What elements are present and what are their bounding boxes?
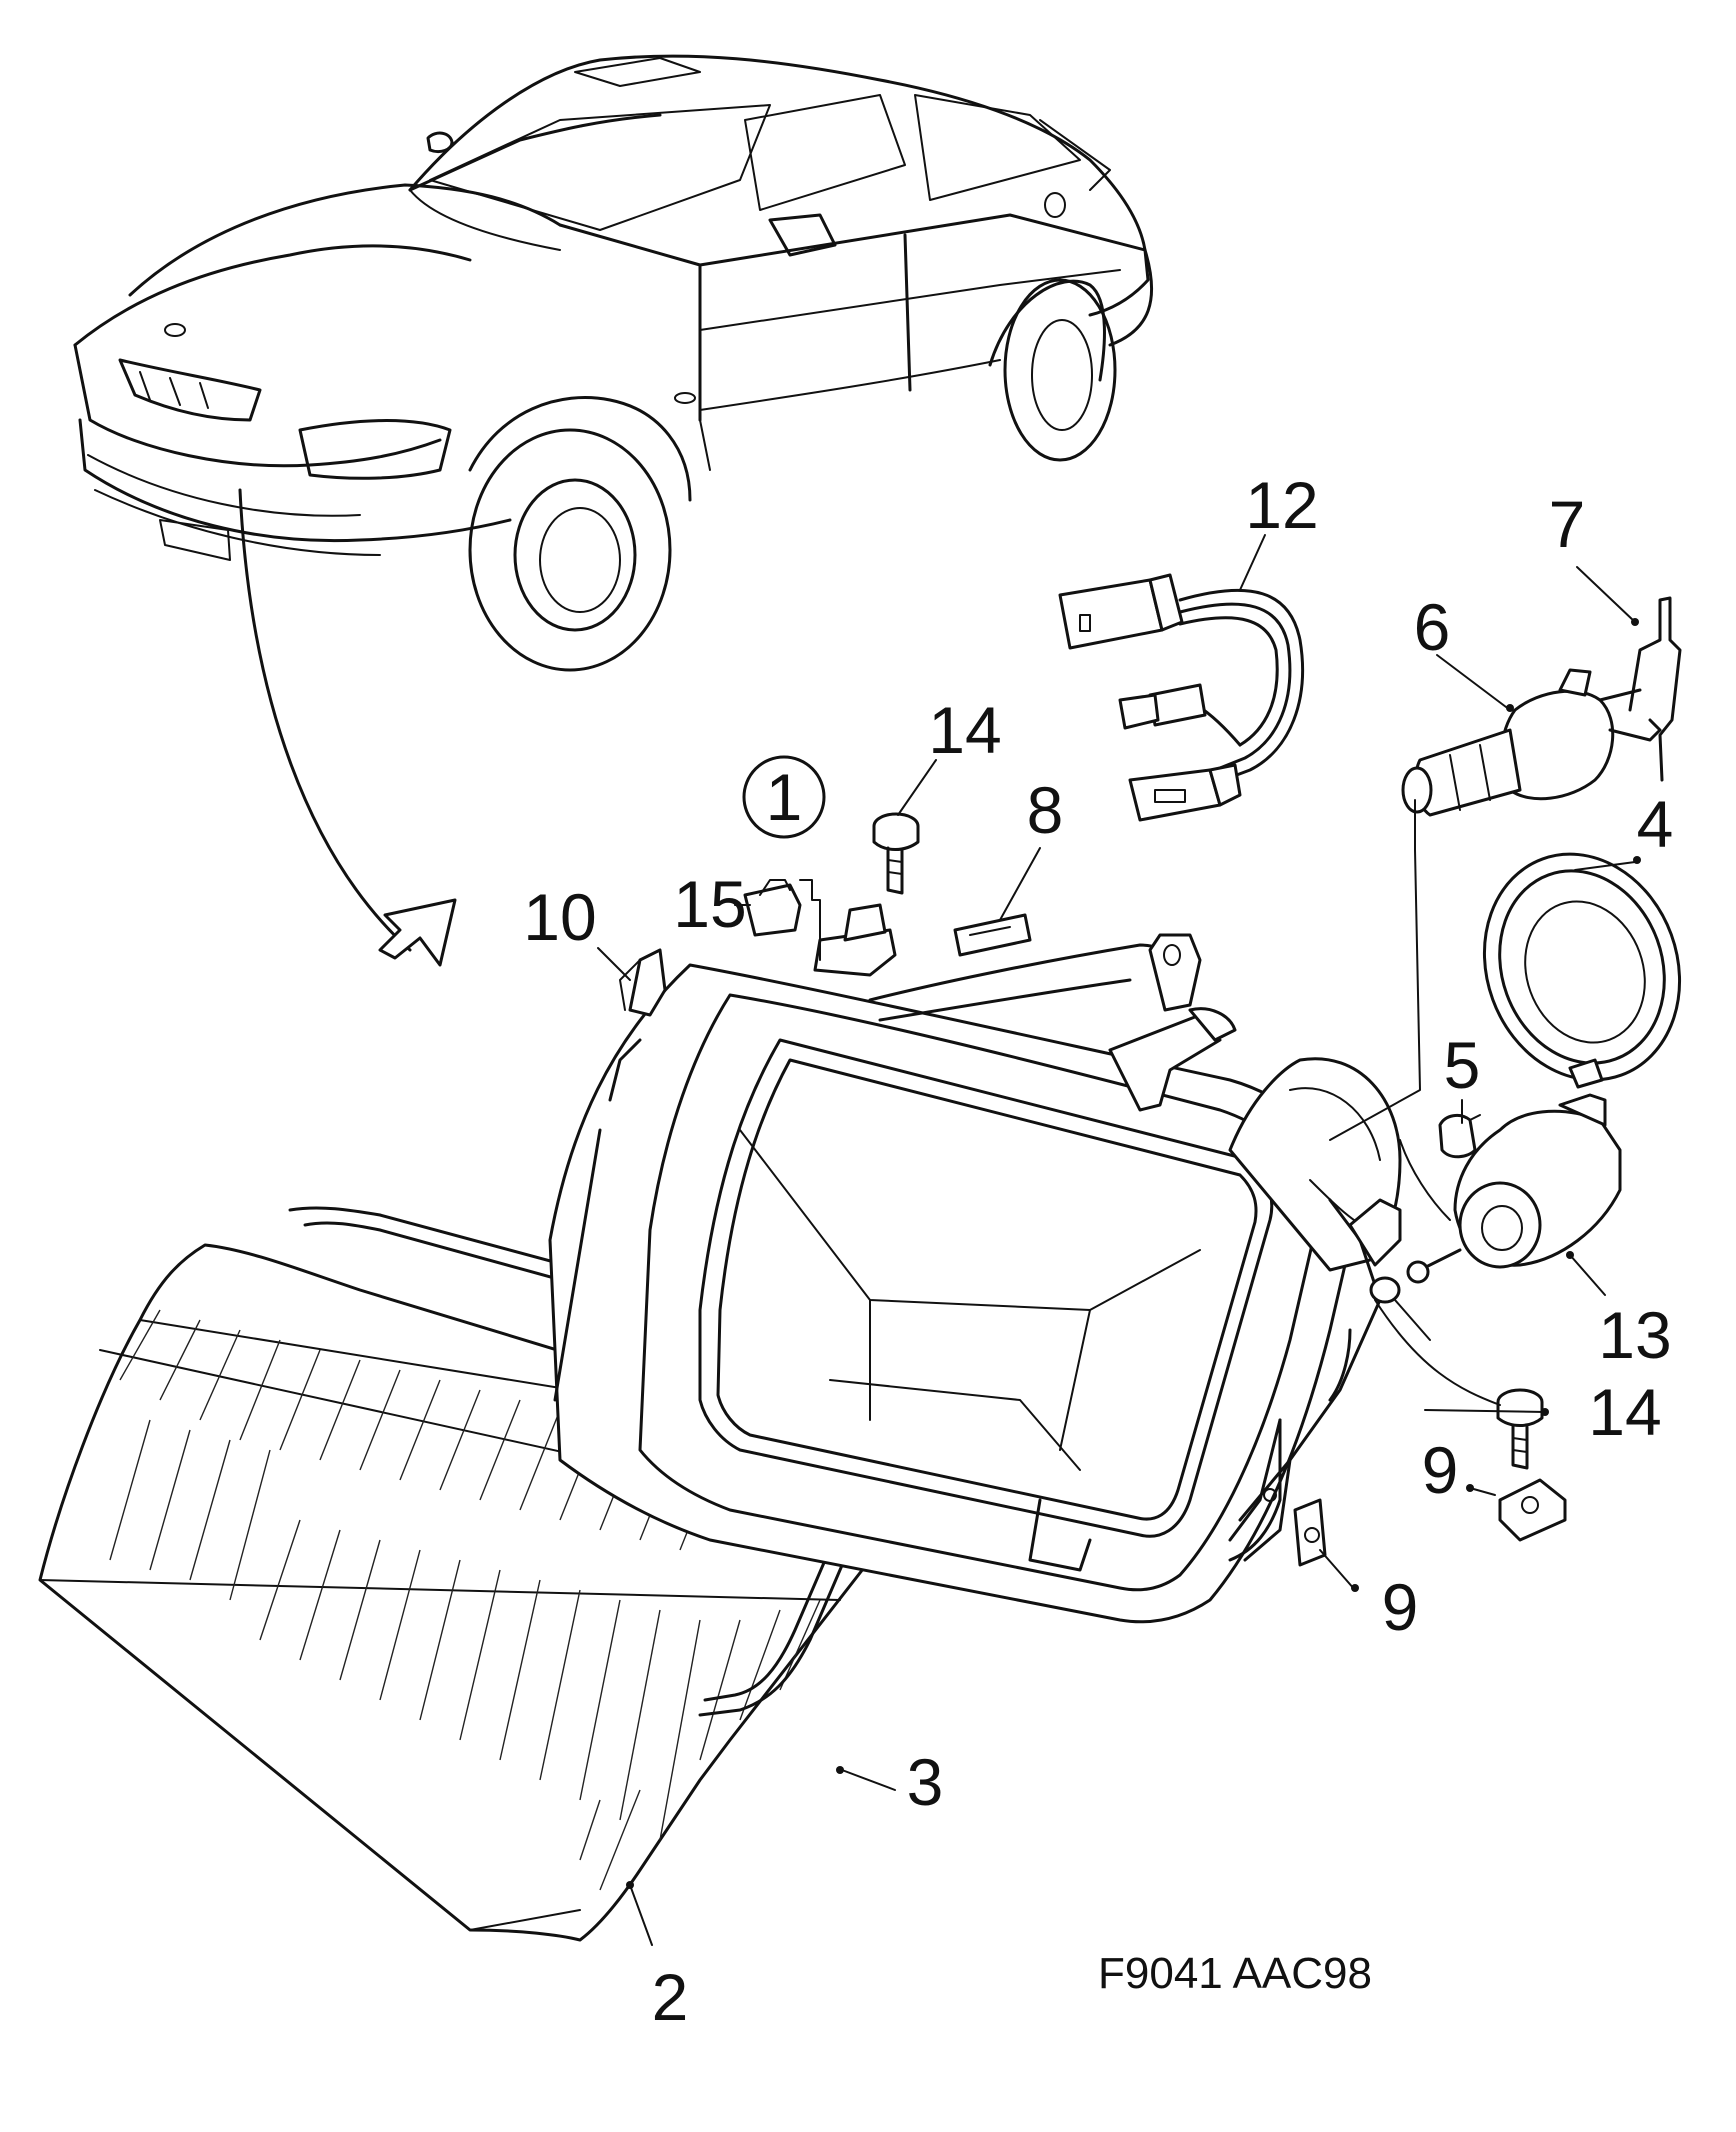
callout-5: 5 [1444, 1028, 1481, 1102]
part-14-screw-upper [872, 812, 920, 895]
callout-4: 4 [1637, 787, 1674, 861]
part-12-wiring-harness [1058, 573, 1305, 822]
part-14-screw-lower [1496, 1388, 1544, 1470]
leader-dots [626, 618, 1641, 1889]
part-9-nut-right [1498, 1478, 1567, 1542]
part-5-side-bulb [1438, 1113, 1481, 1159]
car-illustration [73, 54, 1153, 672]
callout-12: 12 [1245, 468, 1318, 542]
part-7-retaining-clip [1598, 596, 1682, 782]
callout-3: 3 [907, 1745, 944, 1819]
callout-9-right: 9 [1422, 1433, 1459, 1507]
figure-code: F9041 AAC98 [1098, 1949, 1372, 1998]
locator-arrow [238, 488, 457, 967]
part-4-retaining-ring [1482, 852, 1682, 1089]
callout-1: 1 [766, 760, 803, 834]
callout-13: 13 [1598, 1298, 1671, 1372]
callout-9-left: 9 [1382, 1570, 1419, 1644]
callout-6: 6 [1414, 590, 1451, 664]
callout-labels: 1 2 3 4 5 6 7 8 9 9 10 12 13 14 14 15 F9… [523, 468, 1673, 2034]
part-15-clip [743, 879, 821, 961]
callout-10: 10 [523, 880, 596, 954]
part-13-leveling-motor [1406, 1093, 1622, 1284]
callout-1-circle [742, 755, 826, 839]
callout-14-upper: 14 [928, 693, 1001, 767]
callout-15: 15 [673, 867, 746, 941]
part-8-spring-clip [953, 913, 1032, 957]
headlamp-housing [548, 903, 1431, 1624]
part-9-nut-left [1293, 1498, 1327, 1567]
leader-lines [597, 534, 1636, 1946]
callout-7: 7 [1549, 487, 1586, 561]
callout-2: 2 [652, 1960, 689, 2034]
lens-hatching [109, 1309, 821, 1891]
callout-14-lower: 14 [1588, 1375, 1661, 1449]
callout-8: 8 [1027, 773, 1064, 847]
part-6-halogen-bulb [1401, 668, 1615, 817]
